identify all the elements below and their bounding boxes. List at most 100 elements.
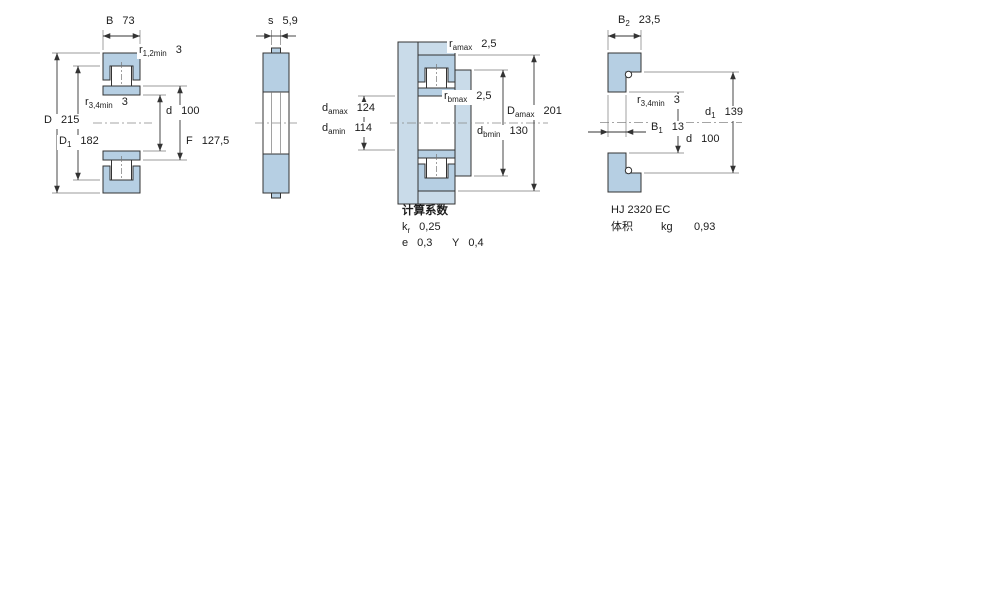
factor-kr-symbol: k bbox=[402, 221, 408, 233]
dim-Damax-value: 201 bbox=[543, 105, 562, 117]
factors-heading: 计算系数 bbox=[402, 205, 448, 217]
dim-B2-value: 23,5 bbox=[638, 14, 661, 26]
dim-B1-symbol: B bbox=[651, 121, 659, 133]
view2-section-upper bbox=[262, 52, 290, 93]
dim-r12min-value: 3 bbox=[175, 44, 182, 56]
dim-D: D 215 bbox=[42, 114, 82, 130]
dim-B2-symbol: B bbox=[618, 14, 626, 26]
dim-r34min-ring-value: 3 bbox=[673, 94, 680, 106]
dim-damax-value: 124 bbox=[356, 102, 376, 114]
dim-r12min: r1,2min 3 bbox=[137, 44, 184, 60]
factor-kr: kr 0,25 bbox=[400, 221, 443, 236]
factor-Y-value: 0,4 bbox=[468, 237, 484, 249]
dim-F: F 127,5 bbox=[184, 135, 232, 151]
dim-d1-subscript: 1 bbox=[711, 111, 716, 121]
dim-Damax-subscript: amax bbox=[514, 110, 535, 120]
view4-angle-ring-drawing bbox=[588, 30, 742, 193]
dim-B1-subscript: 1 bbox=[658, 126, 663, 136]
view1-outer-ring-upper bbox=[102, 52, 141, 81]
dim-damin: damin 114 bbox=[320, 122, 375, 138]
dim-r34min-subscript: 3,4min bbox=[88, 101, 113, 111]
dim-B-value: 73 bbox=[122, 15, 135, 27]
dim-damin-symbol: d bbox=[322, 122, 329, 134]
dim-r34min-ring-symbol: r bbox=[637, 94, 641, 106]
dim-dbmin-symbol: d bbox=[477, 125, 484, 137]
factor-e: e 0,3 bbox=[400, 237, 434, 252]
dim-rbmax-symbol: r bbox=[444, 90, 448, 102]
view2-side-profile bbox=[255, 30, 297, 199]
view2-lip-upper bbox=[271, 47, 281, 54]
view3-outer-ring-upper bbox=[417, 54, 456, 83]
factor-Y-symbol: Y bbox=[452, 237, 460, 249]
view3-mounting-drawing bbox=[358, 41, 548, 205]
dim-d1-value: 139 bbox=[724, 106, 743, 118]
dim-ramax-symbol: r bbox=[449, 38, 453, 50]
dim-dbmin: dbmin 130 bbox=[475, 125, 530, 141]
dim-s: s 5,9 bbox=[266, 15, 300, 31]
dim-d: d 100 bbox=[164, 105, 202, 121]
dim-d1: d1 139 bbox=[703, 106, 745, 122]
view4-relief-groove-upper bbox=[624, 70, 633, 79]
dim-F-symbol: F bbox=[186, 135, 193, 147]
view2-lip-lower bbox=[271, 192, 281, 199]
dim-r34min-ring-subscript: 3,4min bbox=[640, 99, 665, 109]
ring-volume-value: 0,93 bbox=[694, 221, 716, 233]
factor-kr-value: 0,25 bbox=[419, 221, 441, 233]
dim-s-value: 5,9 bbox=[282, 15, 298, 27]
ring-designation: HJ 2320 EC bbox=[611, 204, 671, 216]
view4-ring-section-lower bbox=[607, 152, 642, 193]
dim-B2-subscript: 2 bbox=[625, 19, 630, 29]
dim-d-ring-symbol: d bbox=[686, 133, 693, 145]
dim-r34min-symbol: r bbox=[85, 96, 89, 108]
dim-dbmin-value: 130 bbox=[509, 125, 528, 137]
dim-damax: damax 124 bbox=[320, 102, 378, 118]
dim-r34min: r3,4min 3 bbox=[83, 96, 130, 112]
dim-B: B 73 bbox=[104, 15, 137, 31]
dim-d-ring-value: 100 bbox=[701, 133, 720, 145]
dim-s-symbol: s bbox=[268, 15, 274, 27]
dim-damax-subscript: amax bbox=[328, 107, 348, 117]
dim-damin-value: 114 bbox=[354, 122, 373, 134]
factor-e-symbol: e bbox=[402, 237, 409, 249]
dim-damax-symbol: d bbox=[322, 102, 329, 114]
ring-volume-label: 体积 bbox=[611, 221, 633, 233]
dim-dbmin-subscript: bmin bbox=[483, 130, 501, 140]
dim-rbmax-value: 2,5 bbox=[476, 90, 492, 102]
dim-F-value: 127,5 bbox=[201, 135, 230, 147]
dim-D1-value: 182 bbox=[80, 135, 99, 147]
dim-ramax: ramax 2,5 bbox=[447, 38, 499, 54]
dim-D1-symbol: D bbox=[59, 135, 67, 147]
dim-rbmax-subscript: bmax bbox=[447, 95, 468, 105]
factor-kr-subscript: r bbox=[407, 226, 411, 236]
view3-outer-ring-lower bbox=[417, 163, 456, 192]
ring-volume-unit: kg bbox=[661, 221, 673, 233]
dim-d-value: 100 bbox=[181, 105, 200, 117]
dim-r12min-subscript: 1,2min bbox=[142, 49, 167, 59]
view1-outer-ring-lower bbox=[102, 165, 141, 194]
dim-d-ring: d 100 bbox=[684, 133, 722, 149]
dim-D-value: 215 bbox=[60, 114, 80, 126]
dim-D-symbol: D bbox=[44, 114, 52, 126]
dim-B-symbol: B bbox=[106, 15, 114, 27]
view1-inner-ring-upper bbox=[102, 85, 141, 96]
dim-d-symbol: d bbox=[166, 105, 173, 117]
dim-r12min-symbol: r bbox=[139, 44, 143, 56]
dim-r34min-value: 3 bbox=[121, 96, 128, 108]
dim-r34min-ring: r3,4min 3 bbox=[635, 94, 682, 110]
dim-B1-value: 13 bbox=[671, 121, 685, 133]
factor-e-value: 0,3 bbox=[417, 237, 433, 249]
dim-ramax-subscript: amax bbox=[452, 43, 473, 53]
dim-D1-subscript: 1 bbox=[66, 140, 72, 150]
view2-section-lower bbox=[262, 153, 290, 194]
dim-damin-subscript: amin bbox=[328, 127, 346, 137]
dim-rbmax: rbmax 2,5 bbox=[442, 90, 494, 106]
view4-ring-section-upper bbox=[607, 52, 642, 93]
dim-B2: B2 23,5 bbox=[616, 14, 663, 30]
view4-relief-groove-lower bbox=[624, 166, 633, 175]
dim-ramax-value: 2,5 bbox=[481, 38, 497, 50]
view3-housing-band-bottom bbox=[417, 190, 456, 205]
dim-d1-symbol: d bbox=[705, 106, 712, 118]
